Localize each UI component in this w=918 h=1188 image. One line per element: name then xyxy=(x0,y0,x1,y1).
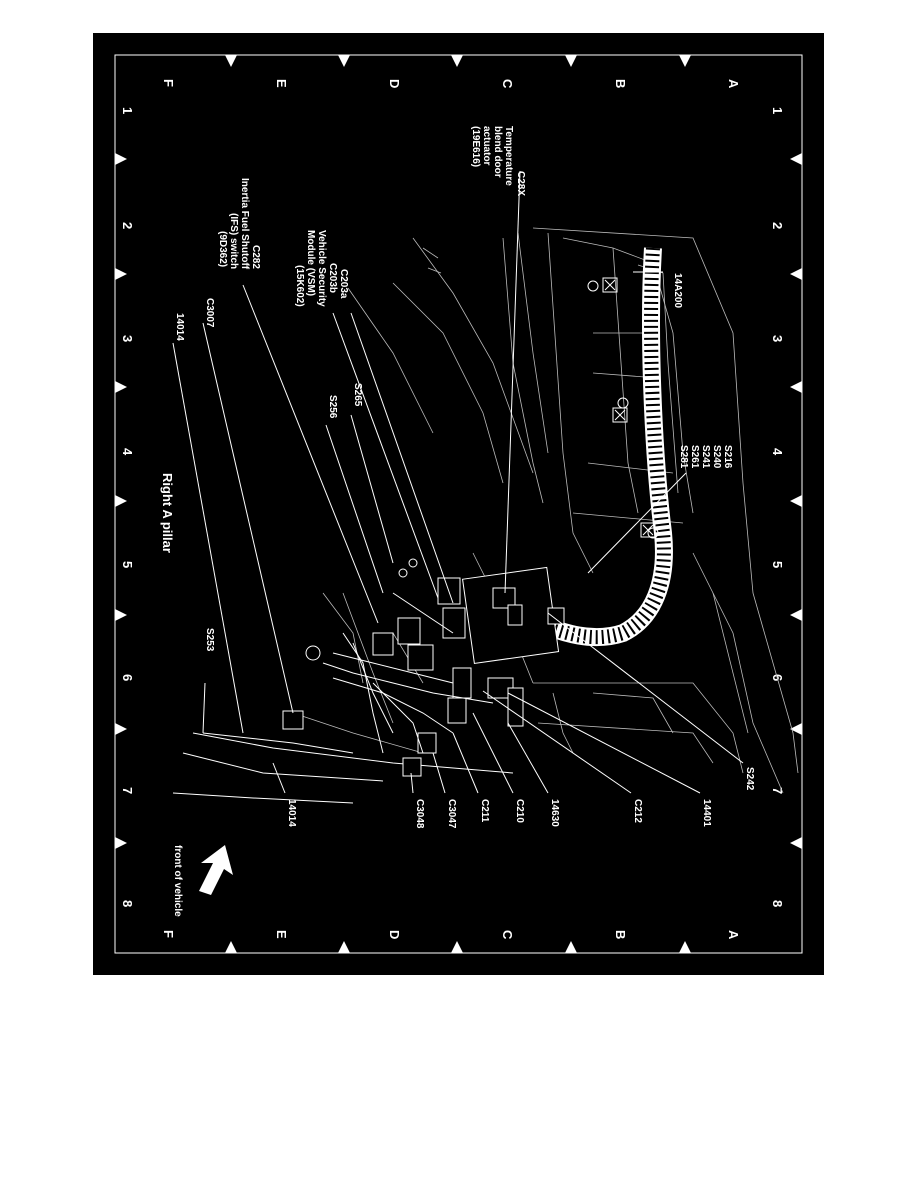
leader-lines xyxy=(172,170,744,794)
svg-text:S265: S265 xyxy=(352,383,363,407)
svg-text:A: A xyxy=(726,930,741,940)
svg-text:S242: S242 xyxy=(744,767,755,791)
svg-text:A: A xyxy=(726,79,741,89)
svg-text:Vehicle Security: Vehicle Security xyxy=(316,230,327,307)
svg-text:8: 8 xyxy=(120,900,135,907)
svg-text:5: 5 xyxy=(120,561,135,568)
svg-text:S261: S261 xyxy=(689,445,700,469)
svg-text:front of vehicle: front of vehicle xyxy=(172,845,183,917)
svg-text:C3048: C3048 xyxy=(414,799,425,829)
labels: C28X Temperature blend door actuator (19… xyxy=(160,126,755,917)
vehicle-structure xyxy=(172,227,799,804)
svg-text:3: 3 xyxy=(120,335,135,342)
svg-text:C212: C212 xyxy=(632,799,643,823)
svg-text:S281: S281 xyxy=(678,445,689,469)
harness-14a200 xyxy=(534,247,673,647)
front-of-vehicle-arrow-icon xyxy=(199,845,233,895)
svg-text:7: 7 xyxy=(120,787,135,794)
svg-text:(9D362): (9D362) xyxy=(217,231,228,267)
svg-text:6: 6 xyxy=(120,674,135,681)
svg-text:14014: 14014 xyxy=(174,313,185,341)
svg-text:S241: S241 xyxy=(700,445,711,469)
svg-text:3: 3 xyxy=(770,335,785,342)
wiring-diagram-frame: A B C D E F A B C D E F 1 2 3 4 5 6 7 8 … xyxy=(93,33,824,975)
svg-text:C28X: C28X xyxy=(515,171,526,196)
svg-text:actuator: actuator xyxy=(481,126,492,166)
svg-text:S256: S256 xyxy=(327,395,338,419)
svg-text:Temperature: Temperature xyxy=(503,126,514,186)
svg-text:B: B xyxy=(613,930,628,939)
svg-text:Inertia Fuel Shutoff: Inertia Fuel Shutoff xyxy=(239,178,250,270)
svg-text:14630: 14630 xyxy=(549,799,560,827)
svg-text:D: D xyxy=(387,930,402,939)
svg-text:(15K602): (15K602) xyxy=(294,265,305,307)
svg-text:5: 5 xyxy=(770,561,785,568)
svg-text:1: 1 xyxy=(120,107,135,114)
svg-text:F: F xyxy=(161,930,176,938)
svg-text:C203a: C203a xyxy=(338,269,349,299)
svg-text:Right A pillar: Right A pillar xyxy=(160,473,175,553)
connectors xyxy=(282,558,565,777)
grid-markers xyxy=(115,55,802,953)
svg-text:C3007: C3007 xyxy=(204,298,215,328)
svg-text:4: 4 xyxy=(770,448,785,456)
grid-numbers-left: 1 2 3 4 5 6 7 8 xyxy=(120,107,135,907)
diagram-border xyxy=(114,54,803,954)
branch-wires xyxy=(202,592,494,754)
svg-text:1: 1 xyxy=(770,107,785,114)
svg-text:C211: C211 xyxy=(479,799,490,823)
svg-text:8: 8 xyxy=(770,900,785,907)
svg-text:2: 2 xyxy=(120,222,135,229)
svg-text:C: C xyxy=(500,930,515,940)
grid-letters-bottom: A B C D E F xyxy=(161,930,741,940)
wiring-diagram: A B C D E F A B C D E F 1 2 3 4 5 6 7 8 … xyxy=(114,54,803,954)
svg-text:S216: S216 xyxy=(722,445,733,469)
svg-text:14A200: 14A200 xyxy=(672,273,683,308)
svg-text:C: C xyxy=(500,79,515,89)
svg-text:E: E xyxy=(274,930,289,939)
svg-text:E: E xyxy=(274,79,289,88)
svg-text:blend door: blend door xyxy=(492,126,503,178)
grid-letters-top: A B C D E F xyxy=(161,79,741,89)
svg-text:(19E616): (19E616) xyxy=(470,126,481,167)
svg-text:S240: S240 xyxy=(711,445,722,469)
svg-text:14401: 14401 xyxy=(701,799,712,827)
svg-text:C210: C210 xyxy=(514,799,525,823)
svg-text:Module (VSM): Module (VSM) xyxy=(305,230,316,296)
svg-text:B: B xyxy=(613,79,628,88)
svg-text:D: D xyxy=(387,79,402,88)
svg-text:14014: 14014 xyxy=(286,799,297,827)
svg-text:F: F xyxy=(161,79,176,87)
svg-text:C203b: C203b xyxy=(327,263,338,293)
grid-numbers-right: 1 2 3 4 5 6 7 8 xyxy=(770,107,785,907)
svg-text:C282: C282 xyxy=(250,245,261,269)
svg-text:2: 2 xyxy=(770,222,785,229)
svg-text:S253: S253 xyxy=(204,628,215,652)
svg-text:(IFS) switch: (IFS) switch xyxy=(228,213,239,269)
svg-text:4: 4 xyxy=(120,448,135,456)
svg-text:7: 7 xyxy=(770,787,785,794)
svg-text:C3047: C3047 xyxy=(446,799,457,829)
